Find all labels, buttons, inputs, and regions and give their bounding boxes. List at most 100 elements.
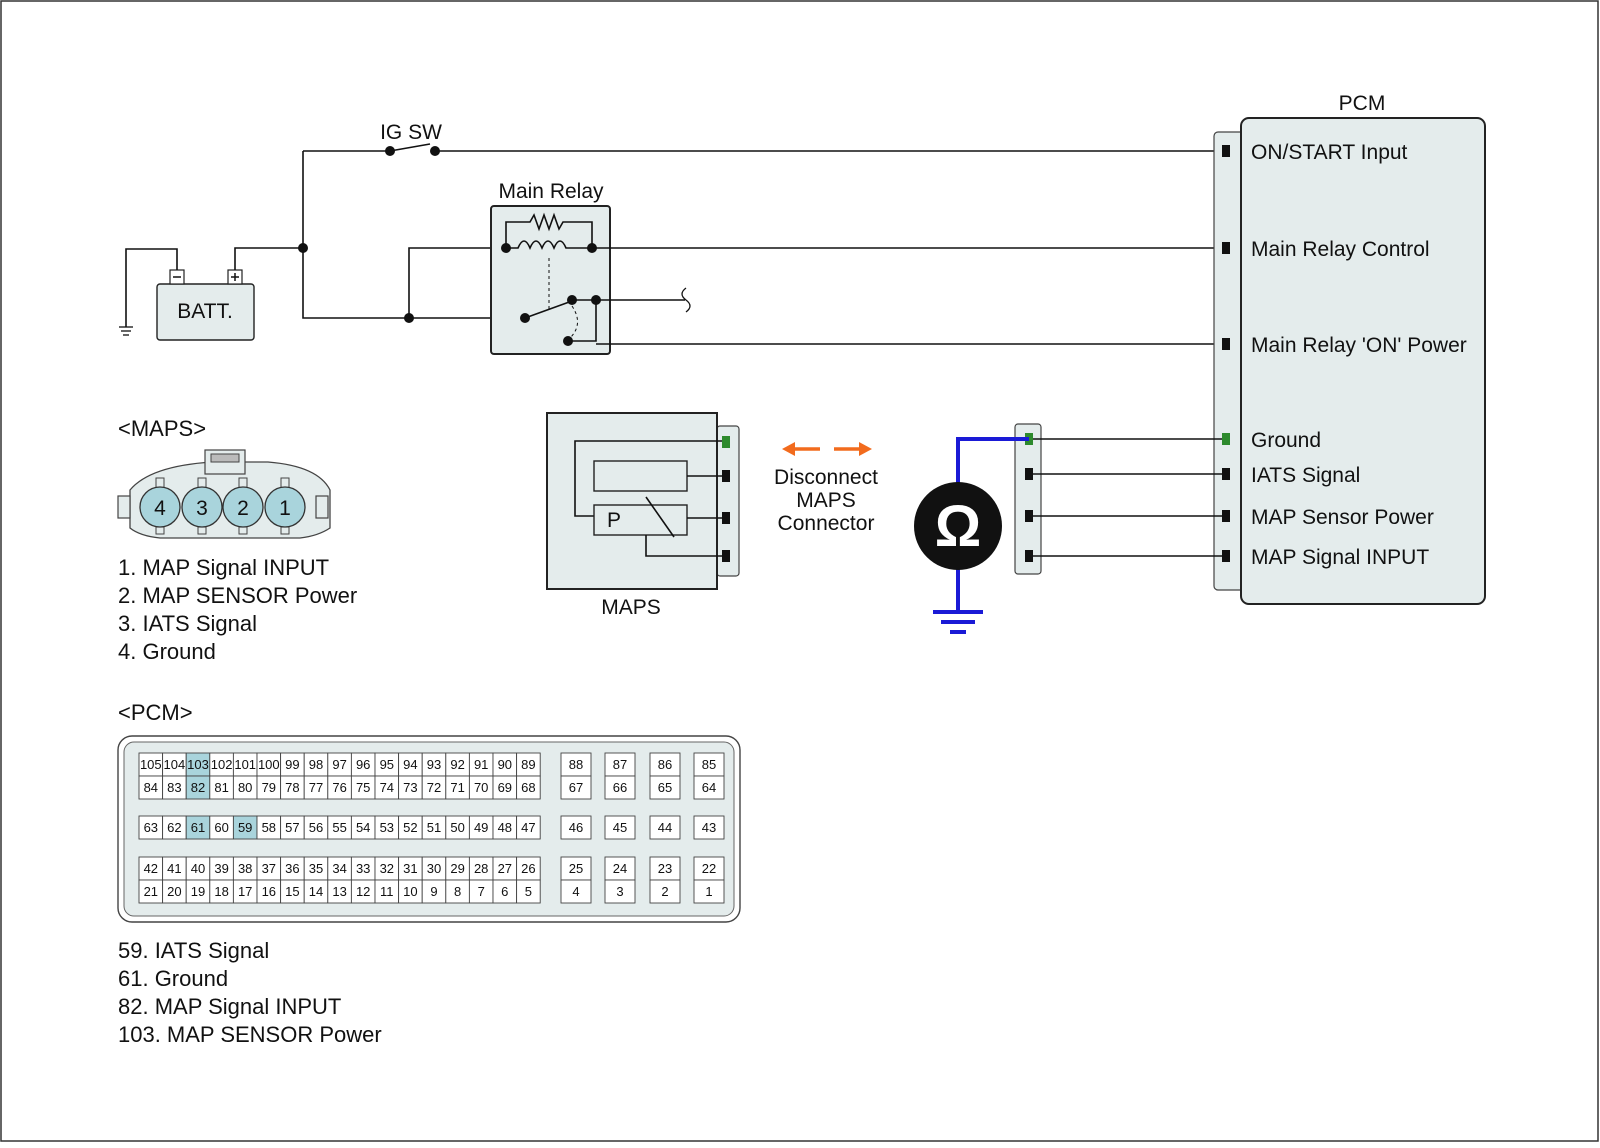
pcm-pin-number: 84 <box>144 780 158 795</box>
pcm-pin-number: 58 <box>262 820 276 835</box>
harness-connector <box>1014 423 1042 575</box>
maps-pin <box>181 486 223 528</box>
pcm-title: PCM <box>1339 92 1386 115</box>
pcm-pin-number: 32 <box>380 861 394 876</box>
pcm-pin-cell <box>649 879 681 904</box>
pcm-pin-number: 29 <box>450 861 464 876</box>
maps-legend-item: 4. Ground <box>118 639 216 664</box>
pcm-pin-cell <box>604 775 636 800</box>
maps-pin <box>264 486 306 528</box>
pcm-pin-number: 22 <box>702 861 716 876</box>
pcm-body <box>1240 117 1486 605</box>
pcm-pin-number: 100 <box>258 757 280 772</box>
pcm-pin-cell <box>693 815 725 840</box>
maps-pin-number: 3 <box>196 497 208 520</box>
disconnect-label: Disconnect MAPS Connector <box>774 466 878 535</box>
pcm-pin-number: 38 <box>238 861 252 876</box>
pcm-pin-number: 19 <box>191 884 205 899</box>
maps-pin <box>222 486 264 528</box>
pcm-pin-number: 97 <box>332 757 346 772</box>
pcm-pin-cell <box>560 815 592 840</box>
pcm-pin-number: 82 <box>191 780 205 795</box>
pcm-legend-item: 103. MAP SENSOR Power <box>118 1022 382 1047</box>
maps-legend-item: 3. IATS Signal <box>118 611 257 636</box>
pcm-pin-number: 45 <box>613 820 627 835</box>
pcm-pin-number: 1 <box>705 884 712 899</box>
pcm-terminal <box>1222 550 1230 562</box>
connector-pin <box>1025 510 1033 522</box>
pcm-pin-number: 105 <box>140 757 162 772</box>
pcm-pin-number: 12 <box>356 884 370 899</box>
ohm-symbol: Ω <box>935 494 982 559</box>
pcm-pin-label: MAP Signal INPUT <box>1251 546 1429 569</box>
pcm-pin-label: Main Relay 'ON' Power <box>1251 334 1467 357</box>
pcm-pin-number: 77 <box>309 780 323 795</box>
pcm-pin-number: 7 <box>478 884 485 899</box>
connector-pin <box>1025 468 1033 480</box>
pcm-terminal <box>1222 338 1230 350</box>
pcm-pin-number: 17 <box>238 884 252 899</box>
pcm-pin-number: 98 <box>309 757 323 772</box>
pcm-connector-title: <PCM> <box>118 700 193 725</box>
pcm-pin-label: IATS Signal <box>1251 464 1360 487</box>
pcm-pin-number: 43 <box>702 820 716 835</box>
pcm-pin-number: 20 <box>167 884 181 899</box>
maps-pin-number: 1 <box>279 497 291 520</box>
pcm-pin-number: 72 <box>427 780 441 795</box>
pcm-pin-number: 74 <box>380 780 394 795</box>
pcm-pin-cell <box>604 815 636 840</box>
pcm-pin-number: 23 <box>658 861 672 876</box>
pcm-pin-number: 65 <box>658 780 672 795</box>
chassis-ground-icon <box>119 326 133 336</box>
pcm-terminal <box>1222 468 1230 480</box>
pcm-legend-item: 61. Ground <box>118 966 228 991</box>
pcm-pin-number: 31 <box>403 861 417 876</box>
battery: BATT. <box>156 269 255 341</box>
pcm-pin-number: 60 <box>214 820 228 835</box>
pcm-pin-number: 71 <box>450 780 464 795</box>
pcm-pin-number: 2 <box>661 884 668 899</box>
pcm-pin-number: 56 <box>309 820 323 835</box>
ig-switch-label: IG SW <box>380 121 442 144</box>
battery-negative-wire <box>125 248 178 327</box>
pcm-pin-number: 8 <box>454 884 461 899</box>
pcm-pin-number: 4 <box>572 884 579 899</box>
pcm-pin-cell <box>516 815 541 840</box>
battery-positive-wire <box>234 247 303 270</box>
pcm-pin-number: 73 <box>403 780 417 795</box>
pcm-pin-number: 37 <box>262 861 276 876</box>
pcm-terminal <box>1222 510 1230 522</box>
pcm-pin-number: 41 <box>167 861 181 876</box>
pcm-pin-number: 25 <box>569 861 583 876</box>
pcm-pin-number: 68 <box>521 780 535 795</box>
pcm-pin-number: 36 <box>285 861 299 876</box>
pcm-pin-number: 95 <box>380 757 394 772</box>
pcm-pin-number: 10 <box>403 884 417 899</box>
pcm-pin-number: 54 <box>356 820 370 835</box>
pcm-pin-number: 87 <box>613 757 627 772</box>
pcm-pin-number: 104 <box>164 757 186 772</box>
pcm-pin-number: 66 <box>613 780 627 795</box>
pcm-pin-number: 62 <box>167 820 181 835</box>
pcm-pin-number: 48 <box>498 820 512 835</box>
battery-bus-wire <box>302 151 519 319</box>
pcm-pin-number: 26 <box>521 861 535 876</box>
pcm-pin-number: 33 <box>356 861 370 876</box>
pcm-pin-number: 6 <box>501 884 508 899</box>
pcm-pin-number: 96 <box>356 757 370 772</box>
pcm-legend-item: 59. IATS Signal <box>118 938 269 963</box>
pcm-pin-number: 44 <box>658 820 672 835</box>
pcm-pin-number: 50 <box>450 820 464 835</box>
pcm-pin-cell <box>560 775 592 800</box>
wire-break-icon <box>681 287 691 313</box>
pcm-pin-cell <box>693 879 725 904</box>
pcm-pin-number: 35 <box>309 861 323 876</box>
battery-label: BATT. <box>177 300 233 323</box>
pcm-terminal <box>1222 433 1230 445</box>
